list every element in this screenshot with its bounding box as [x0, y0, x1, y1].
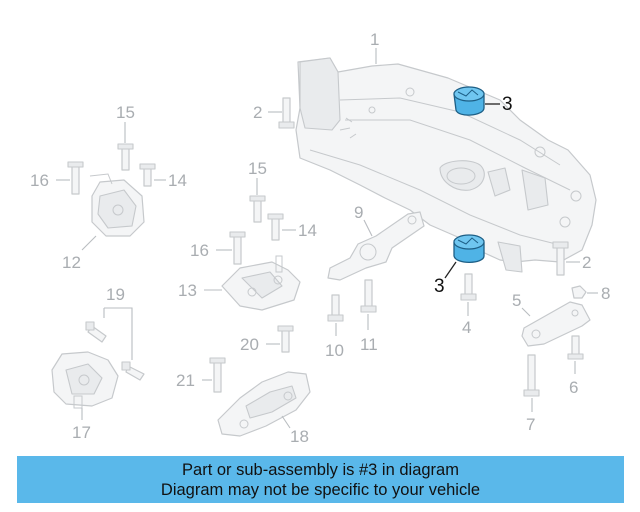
callout-15-left: 15	[116, 103, 135, 122]
bolt-part-10	[327, 294, 344, 322]
callout-8: 8	[601, 284, 610, 303]
callout-10: 10	[325, 341, 344, 360]
callout-14-left: 14	[168, 171, 187, 190]
info-banner: Part or sub-assembly is #3 in diagram Di…	[17, 456, 624, 503]
bolt-part-6	[567, 335, 584, 360]
bolt-part-2-lower	[552, 241, 569, 276]
callout-3-lower: 3	[434, 276, 445, 297]
bracket-part-5	[521, 301, 591, 347]
callout-11: 11	[360, 335, 378, 354]
bolt-part-19-a	[85, 321, 107, 343]
callout-16-left: 16	[30, 171, 49, 190]
callout-2-upper: 2	[253, 103, 262, 122]
callout-9: 9	[354, 203, 363, 222]
mount-bracket-part-13	[221, 255, 301, 311]
callout-18: 18	[290, 427, 309, 446]
parts-diagram: 1 2 2 3 3 4 5	[30, 30, 610, 446]
callout-5: 5	[512, 291, 521, 310]
bolt-part-19-b	[121, 361, 145, 381]
bolt-part-7	[523, 354, 540, 397]
lower-bracket-part-18	[217, 371, 311, 437]
engine-mount-part-12	[89, 173, 145, 237]
callout-6: 6	[569, 378, 578, 397]
callout-2-lower: 2	[582, 253, 591, 272]
callout-13: 13	[178, 281, 197, 300]
bolt-part-11	[360, 279, 377, 313]
banner-line-2: Diagram may not be specific to your vehi…	[160, 480, 481, 499]
bushing-part-3-upper	[453, 86, 485, 116]
torque-rod-part-9	[327, 211, 425, 281]
callout-3-upper: 3	[502, 94, 513, 115]
bolt-part-21	[209, 357, 226, 393]
bolt-part-20	[277, 325, 294, 353]
callout-4: 4	[462, 318, 471, 337]
bushing-part-3-lower	[453, 234, 485, 264]
callout-21: 21	[176, 371, 195, 390]
bolt-part-16-right	[229, 231, 246, 265]
callout-17: 17	[72, 423, 91, 442]
nut-part-8	[571, 285, 587, 299]
callout-20: 20	[240, 335, 259, 354]
callout-14-right: 14	[298, 221, 317, 240]
banner-line-1: Part or sub-assembly is #3 in diagram	[182, 460, 459, 479]
callout-1: 1	[370, 30, 379, 49]
callout-12: 12	[62, 253, 81, 272]
bolt-part-15-left	[117, 143, 134, 171]
bolt-part-14-left	[139, 163, 156, 187]
callout-16-right: 16	[190, 241, 209, 260]
bolt-part-4	[460, 273, 477, 301]
callout-19: 19	[106, 285, 125, 304]
bolt-part-14-right	[267, 213, 284, 241]
callout-15-right: 15	[248, 159, 267, 178]
bolt-part-16-left	[67, 161, 84, 195]
subframe-part-1	[295, 57, 597, 273]
callout-7: 7	[526, 415, 535, 434]
bolt-part-2-upper	[278, 97, 295, 129]
transmission-mount-part-17	[51, 351, 119, 409]
bolt-part-15-right	[249, 195, 266, 223]
